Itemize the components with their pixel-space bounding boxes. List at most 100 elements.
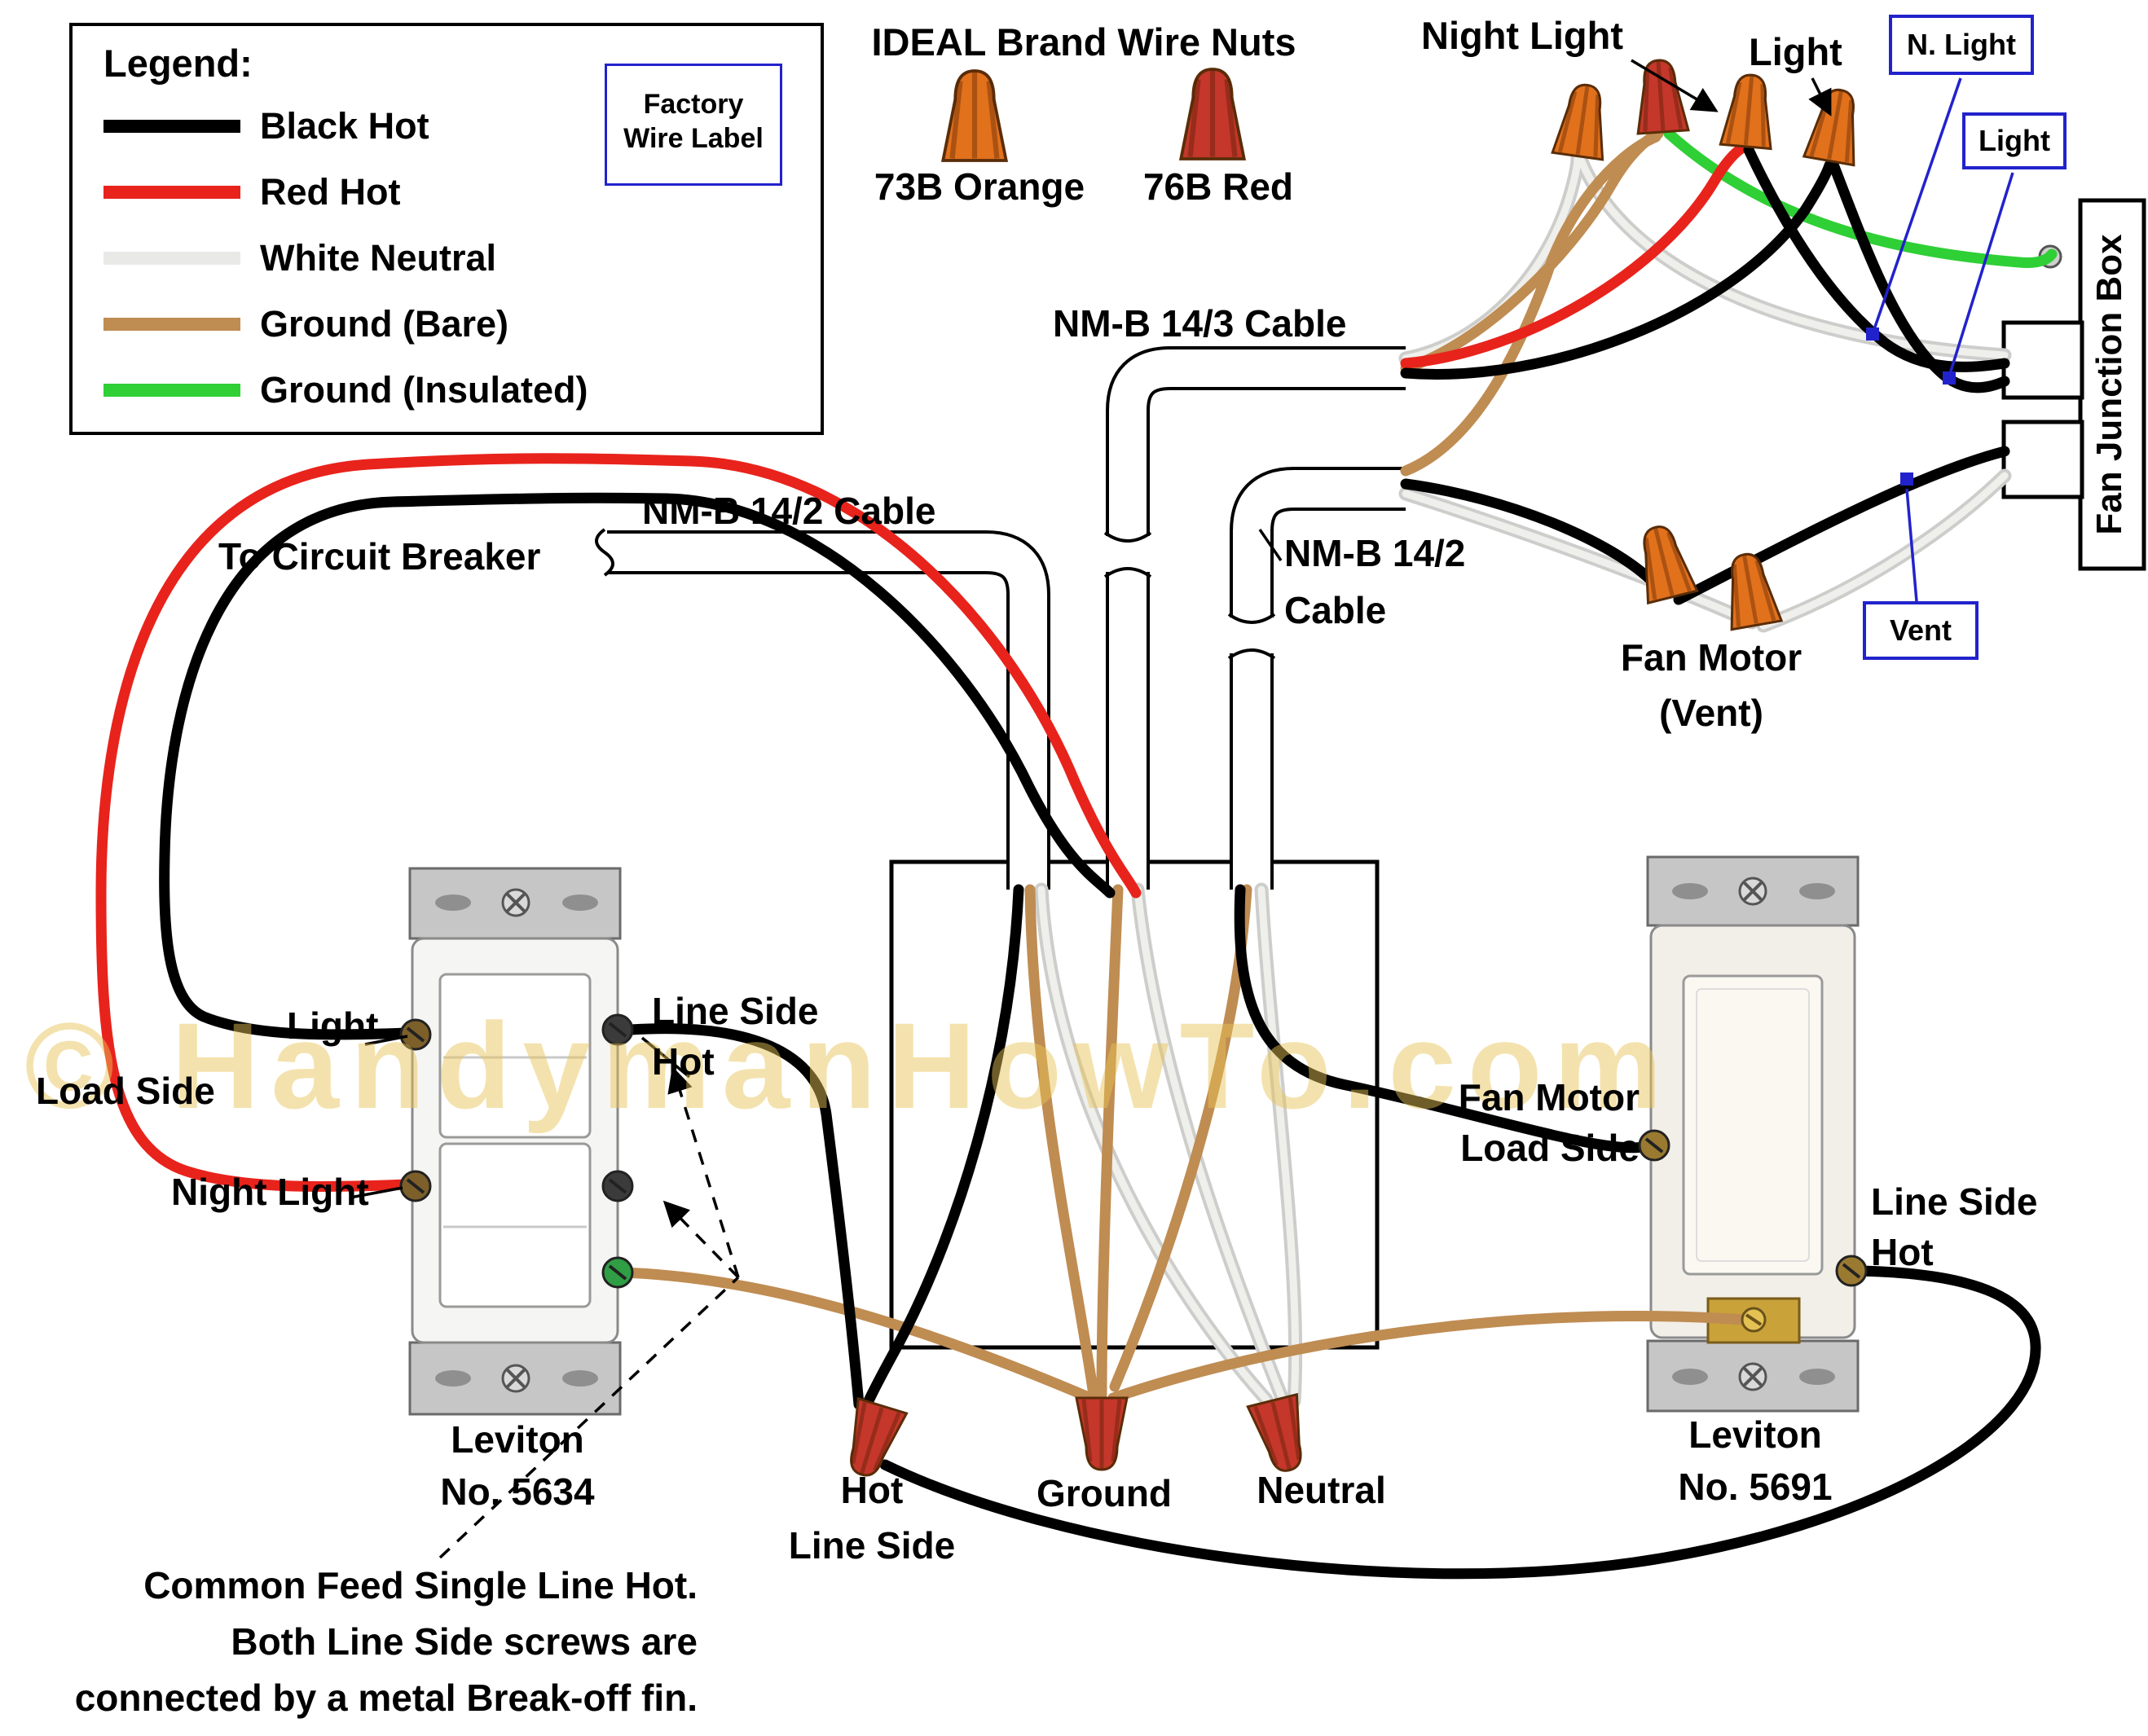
terminal-screws (399, 1013, 1868, 1333)
insulated-ground-wire (1663, 128, 2058, 268)
leader-lines (350, 59, 1832, 1559)
strap-slot (562, 1370, 598, 1387)
red-hot-wires (95, 141, 1750, 1193)
ground-splice-nut-top (1633, 59, 1688, 134)
rocker-inner-line (1696, 988, 1810, 1262)
mounting-screw (1738, 877, 1767, 906)
to-circuit-breaker-label: To Circuit Breaker (218, 535, 541, 578)
left-switch-ground-screw (601, 1256, 634, 1289)
right-switch-line-terminal (1835, 1255, 1868, 1287)
fan-motor-label-line2: (Vent) (1659, 692, 1763, 734)
legend-label: White Neutral (260, 237, 497, 279)
black-vent-lead (1673, 446, 2010, 605)
factory-wire-label-line1: Factory (643, 89, 744, 120)
white-neutral-swatch (103, 252, 240, 265)
left-switch-light-terminal (399, 1018, 432, 1051)
night-light-splice-nut (1720, 73, 1776, 148)
nmb-14-2-right-cable-label-line2: Cable (1284, 589, 1387, 631)
blue-callout-lines (693, 77, 2014, 602)
legend-label: Ground (Bare) (260, 303, 509, 345)
left-switch-rocker-light (438, 973, 592, 1139)
black-14-3-to-light-nut (1400, 160, 1835, 380)
vent-box-label: Vent (1889, 613, 1952, 647)
cable-break-mark (1103, 531, 1152, 543)
vent-cable-leader (1258, 529, 1283, 561)
strap-slot (435, 1370, 471, 1387)
left-switch-load-side-label: Load Side (36, 1070, 215, 1112)
black-hot-wires (159, 144, 2041, 1580)
note-dashed-line (438, 1276, 740, 1559)
legend-label: Ground (Insulated) (260, 369, 588, 411)
red-night-light-loop (95, 453, 1142, 1193)
strap-slot (562, 894, 598, 911)
light-callout-line (1948, 172, 2014, 377)
neutral-splice-nut (1248, 1395, 1314, 1476)
left-switch-line-terminal-2 (601, 1170, 634, 1202)
sample-red-wire-nut (1181, 69, 1244, 159)
legend-row-black-hot: Black Hot (103, 105, 821, 147)
ground-insulated-swatch (103, 384, 240, 397)
legend-title: Legend: (103, 42, 253, 85)
legend-row-ground-bare: Ground (Bare) (103, 303, 821, 345)
light-cable-clamp (2001, 320, 2084, 400)
legend-label: Red Hot (260, 171, 401, 213)
strap-slot (1672, 883, 1708, 899)
mounting-screw (1738, 1362, 1767, 1391)
cable-break-mark (1103, 567, 1152, 578)
cable-break-squiggle (595, 528, 614, 577)
nmb-14-2-left-cable-label: NM-B 14/2 Cable (642, 490, 936, 532)
left-switch-rocker-night-light (438, 1142, 592, 1308)
note-line3: connected by a metal Break-off fin. (74, 1677, 698, 1719)
note-dashed-arrow-upper (667, 1066, 740, 1278)
bare-ground-wires (615, 128, 1750, 1404)
n-light-marker (1866, 327, 1879, 341)
fan-junction-box-group (2001, 198, 2146, 571)
light-box: Light (1962, 112, 2067, 169)
ground-splice-nut (1076, 1398, 1127, 1470)
wire-nuts-header: IDEAL Brand Wire Nuts (871, 20, 1296, 64)
left-switch-model: No. 5634 (440, 1470, 595, 1513)
right-switch-line-side-label: Line Side (1871, 1180, 2038, 1223)
black-hot-swatch (103, 120, 240, 133)
right-switch-body (1646, 855, 1860, 1413)
n-light-box-label: N. Light (1907, 28, 2016, 61)
left-switch-night-light-terminal (399, 1170, 432, 1202)
note-line1: Common Feed Single Line Hot. (143, 1564, 698, 1606)
orange-wire-nut-label: 73B Orange (874, 165, 1085, 208)
right-switch-model: No. 5691 (1678, 1466, 1833, 1508)
legend-row-red-hot: Red Hot (103, 171, 821, 213)
nmb-14-2-right-cable-label-line1: NM-B 14/2 (1284, 532, 1466, 574)
ground-bare-swatch (103, 318, 240, 331)
neutral-splice-nut-lights (1552, 81, 1613, 160)
hot-splice-label-line2: Line Side (788, 1524, 956, 1567)
black-fan-load (1234, 884, 1648, 1154)
right-switch-load-terminal (1638, 1129, 1670, 1162)
night-light-callout-label: Night Light (1421, 14, 1623, 57)
right-switch-brand: Leviton (1688, 1413, 1822, 1456)
red-14-3-to-night-light-nut (1400, 141, 1750, 369)
ground-vent-to-nut (1109, 884, 1252, 1392)
left-switch-night-light-label: Night Light (171, 1171, 369, 1213)
hot-splice-label-line1: Hot (840, 1469, 904, 1511)
ground-vent-to-top-nut (1400, 131, 1662, 477)
ground-breaker-to-nut (1024, 884, 1099, 1400)
left-switch-light-label: Light (287, 1004, 379, 1047)
green-ground-to-fan-box (1663, 128, 2058, 268)
black-hot-pigtail-right-switch (879, 1265, 2041, 1580)
mounting-screw (501, 888, 530, 917)
right-switch-hot-label: Hot (1871, 1231, 1934, 1273)
fan-junction-box-outline (2078, 198, 2146, 571)
light-marker (1943, 371, 1956, 385)
night-light-arrow (1631, 59, 1719, 112)
sample-orange-wire-nut (943, 71, 1006, 160)
right-switch-fan-motor-label: Fan Motor (1458, 1076, 1640, 1119)
left-switch-brand: Leviton (451, 1418, 584, 1461)
black-breaker-hot-to-nut (861, 884, 1024, 1410)
light-callout-label: Light (1749, 30, 1842, 73)
light-box-label: Light (1979, 124, 2050, 157)
vent-marker (1900, 472, 1913, 486)
neutral-splice-label: Neutral (1257, 1469, 1386, 1511)
red-wire-nut-label: 76B Red (1142, 165, 1294, 208)
